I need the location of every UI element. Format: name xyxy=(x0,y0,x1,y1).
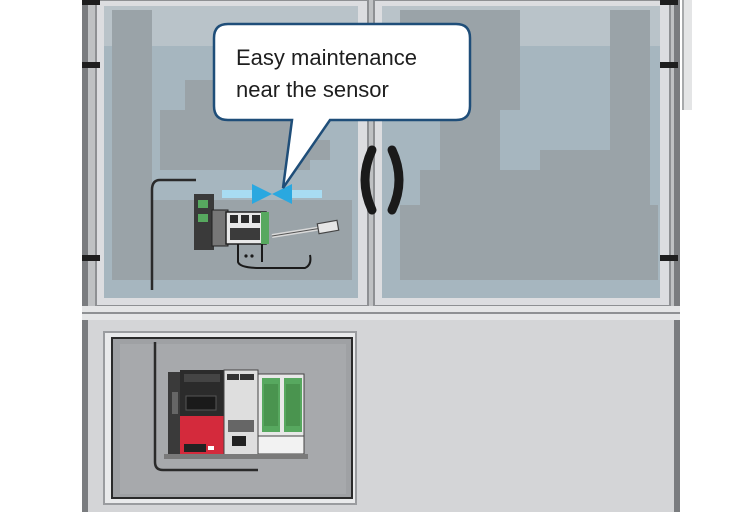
plc-module-icon xyxy=(168,369,259,457)
side-post xyxy=(682,0,692,110)
din-rail xyxy=(164,454,308,459)
sensor-wire xyxy=(237,244,312,269)
hinges xyxy=(82,0,678,261)
maintenance-arrows xyxy=(222,184,322,204)
callout-line-1: Easy maintenance xyxy=(236,45,417,70)
door-handle-icon xyxy=(387,145,404,215)
callout-text: Easy maintenance near the sensor xyxy=(236,42,458,106)
callout-line-2: near the sensor xyxy=(236,77,389,102)
lower-cable xyxy=(153,342,258,472)
signal-cable xyxy=(150,178,196,290)
callout-bubble xyxy=(212,22,472,189)
temperature-sensor-icon xyxy=(271,219,340,238)
door-handle-icon xyxy=(360,145,377,215)
remote-io-unit xyxy=(194,194,269,250)
io-module-icon xyxy=(257,373,305,455)
